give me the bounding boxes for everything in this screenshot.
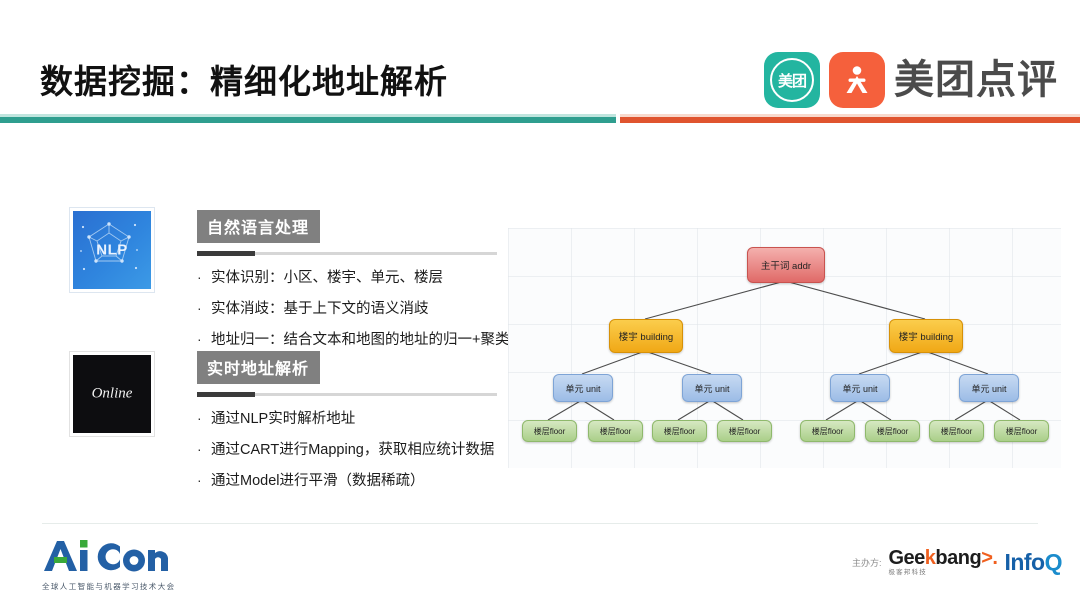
aicon-wordmark-icon xyxy=(44,540,168,572)
divider-segment-teal xyxy=(0,117,616,123)
footer-divider xyxy=(42,523,1038,524)
bullet-marker: · xyxy=(197,300,202,317)
section-realtime-rule xyxy=(197,392,497,397)
header-divider xyxy=(0,114,1080,123)
geekbang-sub: 极客邦科技 xyxy=(888,569,927,576)
address-hierarchy-tree: 主干词 addr 楼宇 building 楼宇 building 单元 unit… xyxy=(508,228,1061,468)
divider-halo-orange xyxy=(620,114,1080,117)
dianping-person-icon xyxy=(829,52,885,108)
bullet-marker: · xyxy=(197,410,202,426)
divider-segment-orange xyxy=(620,117,1080,123)
tree-node-unit[interactable]: 单元 unit xyxy=(959,374,1019,402)
meituan-tile-icon: 美团 xyxy=(764,52,820,108)
geekbang-part-b: bang xyxy=(935,547,982,569)
tree-node-floor[interactable]: 楼层floor xyxy=(929,420,984,442)
tree-node-unit[interactable]: 单元 unit xyxy=(682,374,742,402)
list-item: · 通过NLP实时解析地址 xyxy=(197,410,497,428)
tree-node-unit[interactable]: 单元 unit xyxy=(830,374,890,402)
list-item: · 实体消歧：基于上下文的语义消歧 xyxy=(197,300,509,318)
section-realtime-heading: 实时地址解析 xyxy=(197,351,321,384)
tree-node-floor[interactable]: 楼层floor xyxy=(717,420,772,442)
geekbang-arrow-icon: >. xyxy=(981,547,998,569)
tree-node-root[interactable]: 主干词 addr xyxy=(747,247,825,283)
geekbang-part-k: k xyxy=(924,547,936,569)
nlp-thumbnail-label: NLP xyxy=(96,241,128,259)
list-item: · 实体识别：小区、楼宇、单元、楼层 xyxy=(197,269,509,287)
online-thumbnail: Online xyxy=(70,352,154,436)
list-item-text: 实体消歧：基于上下文的语义消歧 xyxy=(211,301,429,318)
tree-node-floor[interactable]: 楼层floor xyxy=(522,420,577,442)
section-realtime-address: 实时地址解析 · 通过NLP实时解析地址 · 通过CART进行Mapping，获取相… xyxy=(197,351,497,503)
section-nlp-rule xyxy=(197,251,497,256)
tree-node-floor[interactable]: 楼层floor xyxy=(994,420,1049,442)
tree-node-floor[interactable]: 楼层floor xyxy=(865,420,920,442)
section-nlp: 自然语言处理 · 实体识别：小区、楼宇、单元、楼层 · 实体消歧：基于上下文的语义消… xyxy=(197,210,509,362)
tree-node-building[interactable]: 楼宇 building xyxy=(889,319,963,353)
infoq-part-info: Info xyxy=(1004,548,1045,575)
list-item-text: 通过CART进行Mapping，获取相应统计数据 xyxy=(211,442,495,459)
tree-node-floor[interactable]: 楼层floor xyxy=(652,420,707,442)
section-realtime-bullets: · 通过NLP实时解析地址 · 通过CART进行Mapping，获取相应统计数据 ·… xyxy=(197,410,497,490)
list-item: · 通过CART进行Mapping，获取相应统计数据 xyxy=(197,441,497,459)
sponsor-label: 主办方: xyxy=(851,557,882,568)
bullet-marker: · xyxy=(197,269,202,285)
meituan-dianping-logo: 美团 美团点评 xyxy=(764,52,1058,108)
list-item-text: 地址归一：结合文本和地图的地址的归一+聚类 xyxy=(211,332,510,349)
geekbang-part-a: Gee xyxy=(888,547,925,569)
divider-halo-teal xyxy=(0,114,616,117)
nlp-thumbnail: NLP xyxy=(70,208,154,292)
page-title: 数据挖掘：精细化地址解析 xyxy=(40,63,448,100)
list-item-text: 实体识别：小区、楼宇、单元、楼层 xyxy=(211,270,443,286)
meituan-tile-label: 美团 xyxy=(770,58,814,102)
aicon-logo: 全球人工智能与机器学习技术大会 xyxy=(42,538,176,592)
meituan-dianping-wordmark: 美团点评 xyxy=(894,58,1058,102)
infoq-part-q: Q xyxy=(1044,548,1063,575)
list-item-text: 通过NLP实时解析地址 xyxy=(211,411,356,427)
tree-node-building[interactable]: 楼宇 building xyxy=(609,319,683,353)
aicon-tagline: 全球人工智能与机器学习技术大会 xyxy=(42,582,176,591)
bullet-marker: · xyxy=(197,331,202,348)
tree-node-floor[interactable]: 楼层floor xyxy=(588,420,643,442)
geekbang-wordmark: Geekbang>. xyxy=(888,548,997,568)
online-thumbnail-label: Online xyxy=(91,385,133,402)
list-item: · 通过Model进行平滑（数据稀疏） xyxy=(197,472,497,490)
sponsor-row: 主办方: Geekbang>. 极客邦科技 InfoQ xyxy=(851,548,1063,577)
list-item-text: 通过Model进行平滑（数据稀疏） xyxy=(211,473,425,490)
infoq-logo: InfoQ xyxy=(1004,548,1063,575)
tree-node-floor[interactable]: 楼层floor xyxy=(800,420,855,442)
list-item: · 地址归一：结合文本和地图的地址的归一+聚类 xyxy=(197,331,509,349)
section-nlp-heading: 自然语言处理 xyxy=(197,210,321,243)
bullet-marker: · xyxy=(197,441,202,458)
rule-cap xyxy=(197,392,255,397)
section-nlp-bullets: · 实体识别：小区、楼宇、单元、楼层 · 实体消歧：基于上下文的语义消歧 · 地址归一… xyxy=(197,269,509,349)
tree-node-unit[interactable]: 单元 unit xyxy=(553,374,613,402)
geekbang-logo: Geekbang>. 极客邦科技 xyxy=(888,548,997,577)
rule-cap xyxy=(197,251,255,256)
tree-edges xyxy=(547,280,1021,421)
bullet-marker: · xyxy=(197,472,202,489)
